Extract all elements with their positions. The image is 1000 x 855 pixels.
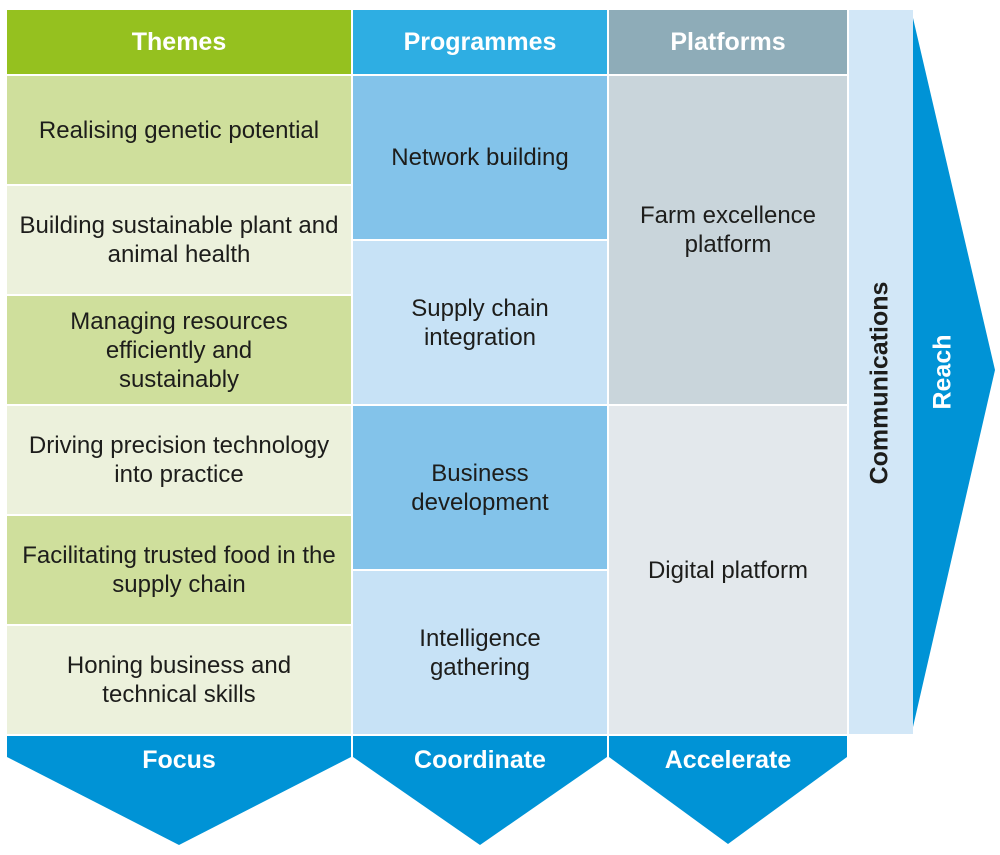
theme-cell: Honing business and technical skills [7,626,351,734]
theme-cell: Managing resources efficiently and susta… [7,296,351,404]
coordinate-arrow [353,736,607,845]
themes-header: Themes [7,10,351,74]
platform-cell: Digital platform [609,406,847,734]
platforms-header: Platforms [609,10,847,74]
programme-cell: Business development [353,406,607,569]
accelerate-arrow [609,736,847,844]
accelerate-label: Accelerate [664,746,792,774]
programmes-header: Programmes [353,10,607,74]
reach-label: Reach [928,334,957,410]
programme-cell: Network building [353,76,607,239]
communications-label: Communications [865,281,894,485]
programme-cell: Intelligence gathering [353,571,607,734]
focus-label: Focus [142,746,216,774]
reach-arrow [913,18,995,727]
coordinate-label: Coordinate [414,746,546,774]
communications-column [849,10,913,734]
theme-cell: Facilitating trusted food in the supply … [7,516,351,624]
platform-cell: Farm excellence platform [609,76,847,404]
programme-cell: Supply chain integration [353,241,607,404]
theme-cell: Driving precision technology into practi… [7,406,351,514]
theme-cell: Realising genetic potential [7,76,351,184]
focus-arrow [7,736,351,845]
theme-cell: Building sustainable plant and animal he… [7,186,351,294]
